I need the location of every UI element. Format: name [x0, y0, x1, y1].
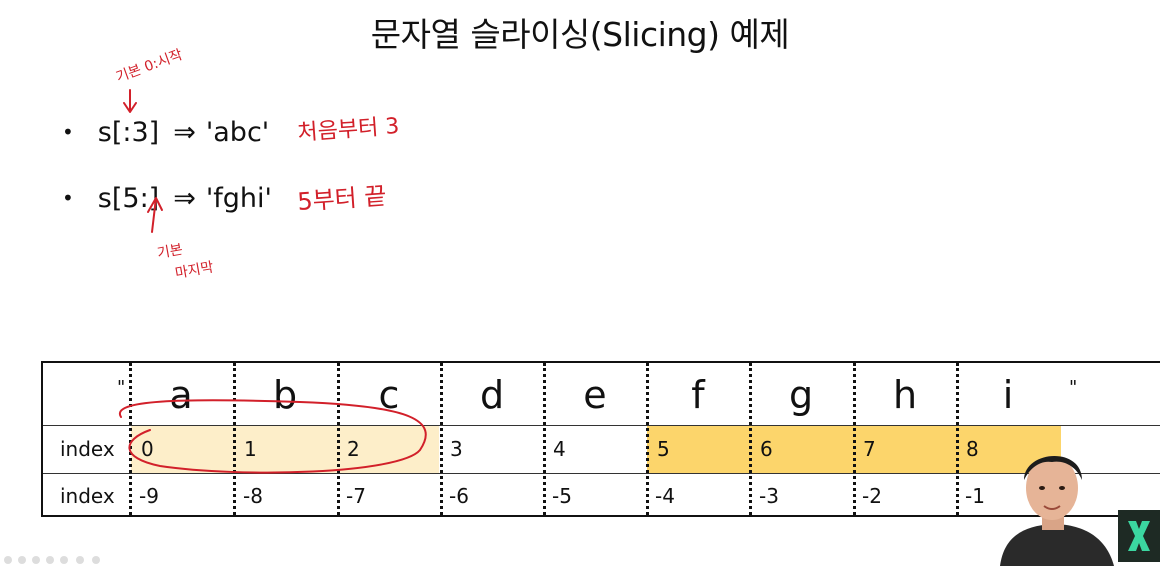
negative-index: -8 — [243, 484, 263, 508]
positive-index: 7 — [863, 437, 876, 461]
table-divider — [43, 425, 1160, 426]
positive-index: 8 — [966, 437, 979, 461]
annotation-bottom-1: 기본 — [156, 242, 184, 262]
positive-index: 2 — [347, 437, 360, 461]
negative-index: -2 — [862, 484, 882, 508]
string-char: e — [583, 373, 607, 417]
positive-index: 1 — [244, 437, 257, 461]
boundary-dots — [646, 363, 649, 515]
bullet-item-1: • s[:3] ⇒ 'abc' — [62, 112, 269, 152]
table-divider — [43, 473, 1160, 474]
bullet-item-2: • s[5:] ⇒ 'fghi' — [62, 178, 272, 218]
slice-result: 'abc' — [205, 116, 270, 148]
slice-expression: s[5:] — [97, 182, 160, 214]
negative-index: -5 — [552, 484, 572, 508]
negative-index: -9 — [139, 484, 159, 508]
slice-result: 'fghi' — [205, 182, 272, 214]
negative-index: -3 — [759, 484, 779, 508]
string-char: g — [788, 373, 814, 417]
highlight-first-three — [131, 425, 439, 473]
negative-index: -4 — [655, 484, 675, 508]
negative-index: -6 — [449, 484, 469, 508]
channel-logo-icon — [1118, 510, 1160, 562]
negative-index: -7 — [346, 484, 366, 508]
string-char: a — [169, 373, 193, 417]
row-label-negative: index — [60, 484, 115, 508]
player-control-icons — [4, 556, 100, 564]
string-char: i — [1002, 373, 1014, 417]
positive-index: 5 — [657, 437, 670, 461]
boundary-dots — [440, 363, 443, 515]
annotation-note-2: 5부터 끝 — [296, 182, 387, 216]
implies-arrow: ⇒ — [173, 182, 196, 214]
string-char: b — [272, 373, 298, 417]
boundary-dots — [233, 363, 236, 515]
boundary-dots — [129, 363, 132, 515]
open-quote: " — [117, 376, 126, 398]
string-char: h — [892, 373, 918, 417]
annotation-note-1: 처음부터 3 — [297, 114, 400, 146]
string-char: d — [479, 373, 505, 417]
row-label-positive: index — [60, 437, 115, 461]
down-arrow-annotation — [123, 89, 137, 113]
bullet-dot: • — [62, 186, 74, 210]
positive-index: 4 — [553, 437, 566, 461]
boundary-dots — [749, 363, 752, 515]
string-char: f — [691, 373, 705, 417]
positive-index: 0 — [141, 437, 154, 461]
boundary-dots — [956, 363, 959, 515]
presenter-webcam — [1000, 455, 1114, 566]
string-char: c — [378, 373, 400, 417]
slice-expression: s[:3] — [97, 116, 160, 148]
boundary-dots — [853, 363, 856, 515]
implies-arrow: ⇒ — [173, 116, 196, 148]
boundary-dots — [337, 363, 340, 515]
bullet-dot: • — [62, 120, 74, 144]
negative-index: -1 — [965, 484, 985, 508]
positive-index: 3 — [450, 437, 463, 461]
boundary-dots — [543, 363, 546, 515]
slide-title: 문자열 슬라이싱(Slicing) 예제 — [370, 15, 790, 54]
close-quote: " — [1069, 376, 1078, 398]
positive-index: 6 — [760, 437, 773, 461]
annotation-bottom-2: 마지막 — [174, 259, 215, 281]
